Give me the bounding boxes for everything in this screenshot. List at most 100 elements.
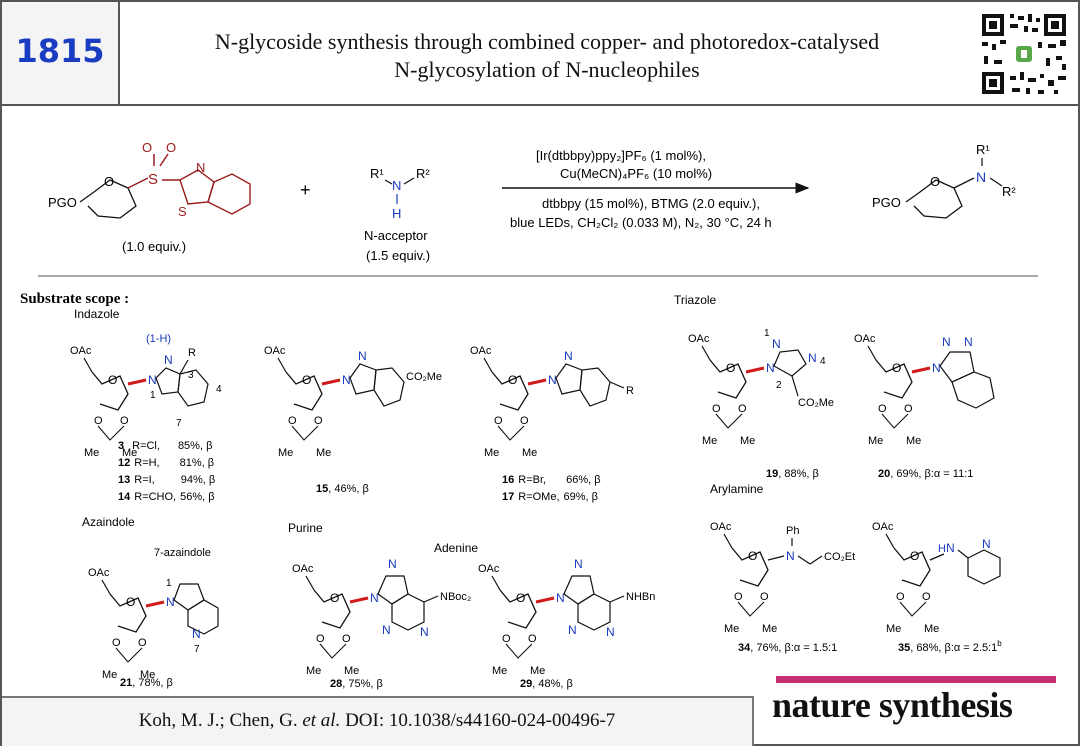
adenine-label: Adenine — [434, 541, 478, 555]
svg-text:Me: Me — [316, 447, 331, 459]
product-r1: R¹ — [976, 142, 990, 157]
svg-text:Me: Me — [530, 665, 545, 677]
svg-text:Me: Me — [122, 447, 137, 459]
svg-text:O: O — [712, 403, 721, 415]
svg-text:Me: Me — [278, 447, 293, 459]
journal-logo: nature synthesis — [754, 670, 1078, 744]
svg-text:N: N — [358, 349, 367, 363]
svg-text:O: O — [904, 403, 913, 415]
svg-text:H: H — [938, 543, 946, 555]
compound-16-structure: OAc O N N R O O Me Me — [470, 345, 634, 459]
glycosyl-donor: PGO O S O O N S (1.0 equiv.) — [48, 140, 251, 254]
journal-name: nature synthesis — [772, 685, 1013, 725]
svg-text:O: O — [112, 637, 121, 649]
svg-text:Me: Me — [924, 623, 939, 635]
svg-text:O: O — [892, 361, 901, 375]
compound-15-structure: OAc O N N CO₂Me O O Me Me — [264, 345, 442, 459]
svg-text:O: O — [528, 633, 537, 645]
triazole-label: Triazole — [674, 293, 717, 307]
svg-text:N: N — [370, 591, 379, 605]
svg-text:OAc: OAc — [854, 333, 876, 345]
svg-text:N: N — [556, 591, 565, 605]
compound-28-caption: 28, 75%, β — [330, 678, 383, 690]
svg-text:OAc: OAc — [478, 563, 500, 575]
condition-2: Cu(MeCN)₄PF₆ (10 mol%) — [560, 166, 712, 181]
sulfone-o2: O — [166, 140, 176, 155]
svg-text:N: N — [148, 373, 157, 387]
compound-34-structure: OAc O N Ph CO₂Et O O Me Me — [710, 521, 855, 635]
citation-text: Koh, M. J.; Chen, G. et al. DOI: 10.1038… — [138, 710, 616, 731]
svg-text:OAc: OAc — [688, 333, 710, 345]
ring-oxygen-label: O — [104, 174, 114, 189]
azaindole-label: Azaindole — [82, 515, 135, 529]
donor-equiv: (1.0 equiv.) — [122, 239, 186, 254]
svg-text:OAc: OAc — [264, 345, 286, 357]
svg-text:N: N — [164, 353, 173, 367]
svg-text:O: O — [138, 637, 147, 649]
compound-28-structure: OAc O N N N N NBoc₂ O O Me Me — [292, 557, 471, 677]
svg-text:N: N — [606, 625, 615, 639]
acceptor-r2: R² — [416, 166, 430, 181]
compound-35-caption: 35, 68%, β:α = 2.5:1b — [898, 639, 1002, 654]
svg-text:N: N — [942, 335, 951, 349]
svg-text:N: N — [568, 623, 577, 637]
svg-text:13R=I,94%, β: 13R=I,94%, β — [118, 474, 215, 486]
svg-text:16R=Br,66%, β: 16R=Br,66%, β — [502, 474, 601, 486]
svg-text:N: N — [946, 541, 955, 555]
svg-text:OAc: OAc — [88, 567, 110, 579]
seven-azaindole-label: 7-azaindole — [154, 547, 211, 559]
svg-text:7: 7 — [176, 418, 182, 429]
svg-text:Me: Me — [84, 447, 99, 459]
svg-text:Me: Me — [306, 665, 321, 677]
product-n: N — [976, 169, 986, 185]
svg-text:O: O — [288, 415, 297, 427]
qr-code — [978, 10, 1070, 98]
acceptor-h: H — [392, 206, 401, 221]
title-line-1: N-glycoside synthesis through combined c… — [214, 29, 880, 54]
svg-text:CO₂Et: CO₂Et — [824, 551, 855, 563]
svg-text:Me: Me — [102, 669, 117, 681]
product-r2: R² — [1002, 184, 1016, 199]
svg-text:OAc: OAc — [710, 521, 732, 533]
svg-text:3: 3 — [188, 370, 194, 381]
svg-text:1: 1 — [150, 390, 156, 401]
svg-text:O: O — [502, 633, 511, 645]
svg-text:O: O — [734, 591, 743, 603]
svg-text:12R=H,81%, β: 12R=H,81%, β — [118, 457, 214, 469]
svg-text:Ph: Ph — [786, 525, 799, 537]
svg-text:Me: Me — [522, 447, 537, 459]
svg-text:O: O — [726, 361, 735, 375]
sulfone-o1: O — [142, 140, 152, 155]
condition-3: dtbbpy (15 mol%), BTMG (2.0 equiv.), — [542, 196, 760, 211]
journal-logo-bar — [776, 676, 1056, 683]
svg-text:CO₂Me: CO₂Me — [798, 397, 834, 409]
svg-text:Me: Me — [484, 447, 499, 459]
svg-text:N: N — [964, 335, 973, 349]
svg-text:O: O — [516, 591, 525, 605]
svg-text:4: 4 — [216, 384, 222, 395]
svg-text:O: O — [878, 403, 887, 415]
compound-21-structure: OAc O N N 1 7 O O Me Me — [88, 567, 219, 681]
svg-text:NHBn: NHBn — [626, 591, 655, 603]
purine-label: Purine — [288, 521, 323, 535]
svg-text:4: 4 — [820, 356, 826, 367]
svg-text:N: N — [786, 549, 795, 563]
reaction-conditions: [Ir(dtbbpy)ppy₂]PF₆ (1 mol%), Cu(MeCN)₄P… — [502, 148, 810, 230]
svg-text:Me: Me — [762, 623, 777, 635]
svg-text:O: O — [760, 591, 769, 603]
svg-text:Me: Me — [868, 435, 883, 447]
plus-sign: + — [300, 180, 311, 200]
svg-text:CO₂Me: CO₂Me — [406, 371, 442, 383]
svg-text:2: 2 — [776, 380, 782, 391]
svg-text:N: N — [548, 373, 557, 387]
svg-text:N: N — [772, 337, 781, 351]
condition-1: [Ir(dtbbpy)ppy₂]PF₆ (1 mol%), — [536, 148, 706, 163]
acceptor-equiv: (1.5 equiv.) — [366, 248, 430, 263]
svg-text:Me: Me — [344, 665, 359, 677]
indazole-label: Indazole — [74, 307, 120, 321]
svg-text:R: R — [626, 385, 634, 397]
svg-text:O: O — [94, 415, 103, 427]
